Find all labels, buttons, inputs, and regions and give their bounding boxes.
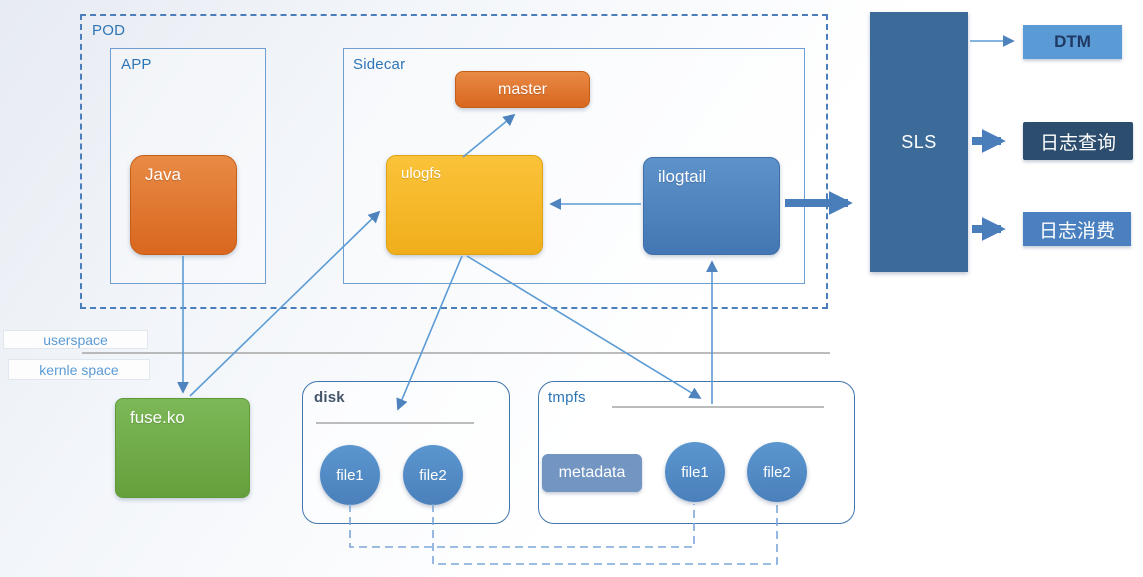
disk-label: disk	[314, 389, 345, 406]
dtm-label: DTM	[1054, 32, 1091, 51]
disk-file2-label: file2	[419, 466, 447, 484]
log-query-label: 日志查询	[1039, 132, 1116, 154]
ulogfs-label: ulogfs	[401, 165, 442, 182]
pod-label: POD	[92, 22, 126, 39]
master-label: master	[498, 80, 547, 98]
kernelspace-label: kernle space	[39, 361, 119, 378]
tmpfs-label: tmpfs	[548, 389, 586, 406]
tmpfs-file1-circle: file1	[665, 442, 725, 502]
ilogtail-node: ilogtail	[643, 157, 780, 255]
ulogfs-node: ulogfs	[386, 155, 543, 255]
kernelspace-tag: kernle space	[8, 359, 150, 380]
disk-file1-label: file1	[336, 466, 364, 484]
disk-file1-circle: file1	[320, 445, 380, 505]
sls-label: SLS	[901, 131, 937, 152]
sls-node: SLS	[870, 12, 968, 272]
app-label: APP	[121, 56, 152, 73]
dtm-node: DTM	[1023, 25, 1122, 59]
log-consume-node: 日志消费	[1023, 212, 1131, 246]
userspace-label: userspace	[43, 331, 108, 348]
ilogtail-label: ilogtail	[658, 167, 707, 186]
metadata-node: metadata	[542, 454, 642, 492]
disk-file2-circle: file2	[403, 445, 463, 505]
userspace-tag: userspace	[3, 330, 148, 349]
master-node: master	[455, 71, 590, 108]
tmpfs-file1-label: file1	[681, 463, 709, 481]
fuseko-node: fuse.ko	[115, 398, 250, 498]
log-query-node: 日志查询	[1023, 122, 1133, 160]
fuseko-label: fuse.ko	[130, 408, 185, 427]
java-label: Java	[145, 165, 181, 184]
metadata-label: metadata	[558, 464, 626, 481]
tmpfs-file2-circle: file2	[747, 442, 807, 502]
sidecar-label: Sidecar	[353, 56, 406, 73]
java-node: Java	[130, 155, 237, 255]
tmpfs-file2-label: file2	[763, 463, 791, 481]
log-consume-label: 日志消费	[1038, 220, 1115, 242]
